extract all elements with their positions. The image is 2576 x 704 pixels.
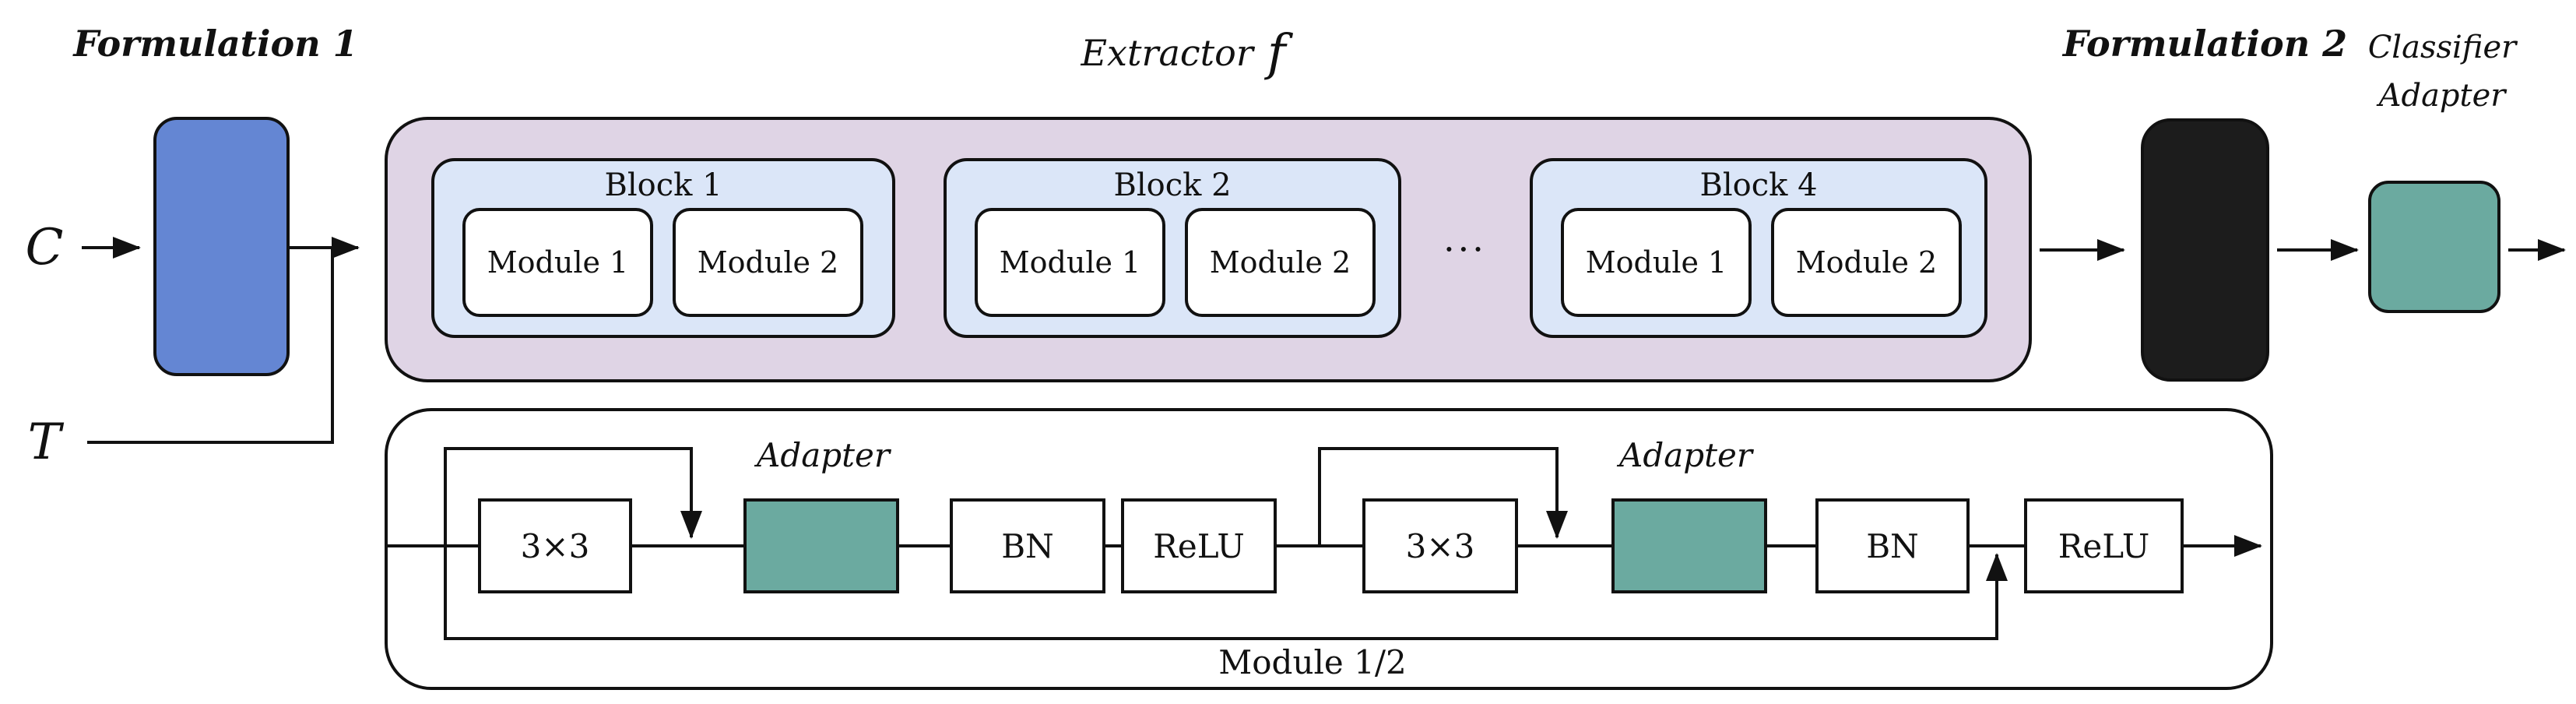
bn-box-1: BN <box>950 498 1105 593</box>
blocks-ellipsis: ··· <box>1443 228 1487 270</box>
extractor-title-text: Extractor <box>1081 32 1253 74</box>
conv-3x3-box-1: 3×3 <box>478 498 632 593</box>
conv2-skip-line <box>1318 447 1557 546</box>
module-residual-line <box>444 546 1997 640</box>
module-detail-footer-label: Module 1/2 <box>1218 642 1407 681</box>
relu-box-2: ReLU <box>2024 498 2184 593</box>
conv-3x3-box-2: 3×3 <box>1362 498 1518 593</box>
block-2-module-2: Module 2 <box>1185 208 1376 317</box>
formulation-1-title: Formulation 1 <box>73 23 358 65</box>
block-4-label: Block 4 <box>1699 167 1818 203</box>
formulation-1-box <box>153 117 290 376</box>
adapter-2-label: Adapter <box>1619 435 1752 474</box>
block-2-module-1: Module 1 <box>975 208 1165 317</box>
classifier-title-line2: Adapter <box>2378 78 2506 114</box>
bn-box-2: BN <box>1815 498 1970 593</box>
block-1-label: Block 1 <box>604 167 722 203</box>
block-1-module-2: Module 2 <box>673 208 863 317</box>
input-t-symbol: T <box>27 414 62 471</box>
block-4-module-1: Module 1 <box>1561 208 1752 317</box>
conv1-skip-line <box>444 447 691 546</box>
extractor-title: Extractor f <box>1081 24 1286 82</box>
adapter-2-box <box>1611 498 1767 593</box>
formulation-2-title: Formulation 2 <box>2062 23 2348 65</box>
adapter-1-box <box>743 498 899 593</box>
adapter-1-label: Adapter <box>757 435 890 474</box>
input-c-symbol: C <box>25 219 64 276</box>
classifier-adapter-box <box>2368 181 2500 313</box>
classifier-adapter-title: Classifier Adapter <box>2353 23 2532 125</box>
relu-box-1: ReLU <box>1121 498 1277 593</box>
block-1-module-1: Module 1 <box>462 208 653 317</box>
block-2-label: Block 2 <box>1113 167 1232 203</box>
formulation-2-box <box>2141 118 2269 382</box>
block-4-module-2: Module 2 <box>1771 208 1962 317</box>
classifier-title-line1: Classifier <box>2367 30 2517 65</box>
